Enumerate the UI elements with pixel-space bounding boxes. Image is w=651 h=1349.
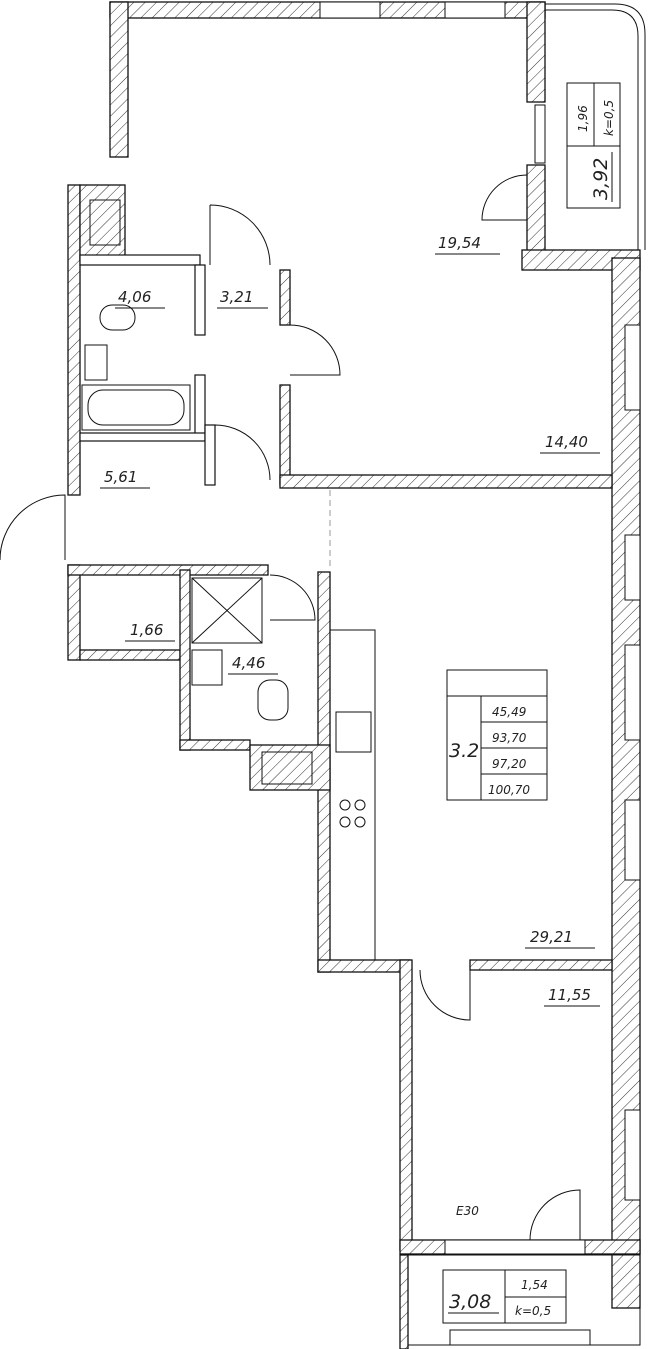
walls	[67, 1, 641, 1349]
balcony-reduced-area: 1,54	[521, 1278, 548, 1292]
summary-value: 97,20	[492, 757, 527, 771]
balcony-bottom-label: 3,08 1,54 k=0,5	[442, 1269, 567, 1324]
room-area-label: 3,21	[220, 288, 253, 306]
balcony-top-outline	[545, 3, 646, 250]
balcony-reduced-area: 1,96	[576, 105, 590, 132]
summary-value: 93,70	[492, 731, 527, 745]
bathtub	[81, 384, 191, 431]
room-area-label: 4,06	[118, 288, 151, 306]
shower	[191, 577, 263, 644]
windows	[319, 1, 641, 1346]
balcony-coef: k=0,5	[602, 100, 616, 136]
room-area-label: 29,21	[530, 928, 573, 946]
apartment-summary-table: 3.2 45,49 93,70 97,20 100,70	[446, 669, 548, 801]
summary-value: 100,70	[488, 783, 530, 797]
balcony-coef: k=0,5	[515, 1304, 551, 1318]
balcony-area: 3,92	[590, 158, 612, 200]
room-area-label: 11,55	[548, 986, 591, 1004]
sink	[84, 344, 108, 381]
door-mark: E30	[456, 1204, 479, 1218]
room-area-label: 14,40	[545, 433, 588, 451]
room-area-label: 5,61	[104, 468, 137, 486]
balcony-area: 3,08	[449, 1291, 491, 1313]
fixtures	[81, 199, 376, 961]
room-area-label: 19,54	[438, 234, 481, 252]
balcony-top-label: 3,92 1,96 k=0,5	[566, 82, 621, 209]
apartment-number: 3.2	[449, 740, 479, 762]
room-area-label: 1,66	[130, 621, 163, 639]
toilet	[99, 304, 136, 331]
room-area-label: 4,46	[232, 654, 265, 672]
doors	[0, 174, 581, 1241]
summary-value: 45,49	[492, 705, 526, 719]
